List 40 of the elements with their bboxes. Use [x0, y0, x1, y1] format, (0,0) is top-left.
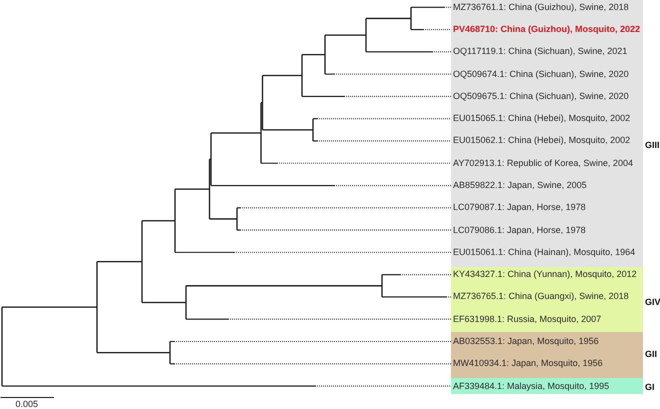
- taxon-label: KY434327.1: China (Yunnan), Mosquito, 2012: [453, 269, 637, 280]
- tree-branch: [261, 162, 452, 164]
- tree-branch: [175, 252, 452, 253]
- taxon-label: PV468710: China (Guizhou), Mosquito, 2022: [453, 24, 640, 36]
- tree-branch: [313, 140, 452, 142]
- taxon-label: AB032553.1: Japan, Mosquito, 1956: [453, 336, 599, 347]
- tree-branch: [211, 184, 452, 186]
- tree-branch: [411, 6, 452, 8]
- tree-branch: [170, 340, 452, 342]
- taxon-label: EU015065.1: China (Hebei), Mosquito, 2002: [453, 113, 630, 124]
- scale-label: 0.005: [16, 399, 38, 409]
- tree-branch: [2, 386, 452, 387]
- tree-branch: [237, 207, 452, 208]
- tree-branch: [313, 118, 452, 120]
- taxon-label: MZ736765.1: China (Guangxi), Swine, 2018: [453, 291, 629, 302]
- taxon-label: AF339484.1: Malaysia, Mosquito, 1995: [453, 380, 610, 392]
- taxon-label: MW410934.1: Japan, Mosquito, 1956: [453, 358, 603, 370]
- taxon-label: LC079087.1: Japan, Horse, 1978: [453, 202, 586, 214]
- tree-branch: [186, 318, 452, 320]
- taxon-label: EF631998.1: Russia, Mosquito, 2007: [453, 314, 602, 325]
- tree-branch: [382, 274, 452, 276]
- tree-branch: [366, 51, 452, 52]
- taxon-label: OQ509675.1: China (Sichuan), Swine, 2020: [453, 90, 629, 102]
- clade-label: GII: [645, 348, 658, 360]
- taxon-label: EU015061.1: China (Hainan), Mosquito, 1964: [453, 246, 636, 258]
- clade-label: GIII: [645, 140, 660, 150]
- tree-branch: [325, 74, 452, 75]
- tree-branch: [411, 29, 452, 30]
- taxon-label: OQ117119.1: China (Sichuan), Swine, 2021: [453, 46, 628, 58]
- tree-branch: [382, 296, 452, 298]
- taxon-label: OQ509674.1: China (Sichuan), Swine, 2020: [453, 68, 629, 80]
- taxon-label: EU015062.1: China (Hebei), Mosquito, 2002: [453, 135, 630, 146]
- tree-branch: [302, 96, 452, 97]
- taxon-label: LC079086.1: Japan, Horse, 1978: [453, 224, 586, 236]
- taxon-label: AY702913.1: Republic of Korea, Swine, 2004: [453, 158, 633, 169]
- tree-branch: [170, 363, 452, 364]
- taxon-label: AB859822.1: Japan, Swine, 2005: [453, 180, 587, 192]
- clade-label: GI: [645, 382, 655, 392]
- taxon-label: MZ736761.1: China (Guizhou), Swine, 2018: [453, 2, 629, 13]
- tree-branch: [237, 230, 452, 231]
